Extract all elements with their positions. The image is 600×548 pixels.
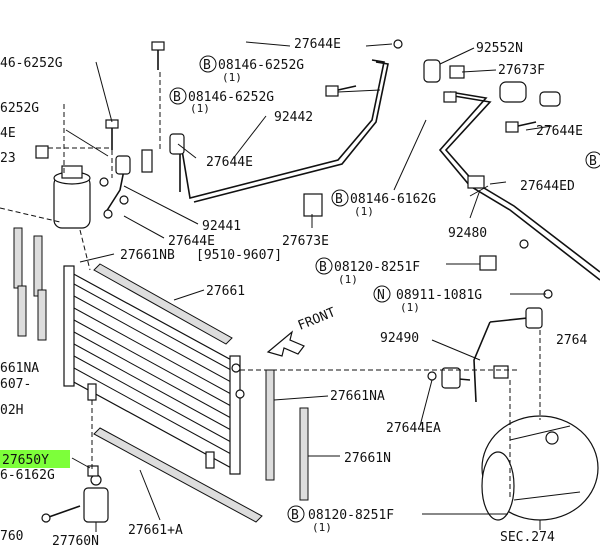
label-08120-8251F-b: 08120-8251F [308,508,394,523]
bolt-symbol-2: B [173,90,181,105]
label-08146-6162G: 08146-6162G [350,192,436,207]
seal-27661N [299,407,309,501]
label-qty-f: (1) [312,521,332,534]
bolt-symbol-6: B [589,154,597,169]
label-6252G-left: 6252G [0,101,39,116]
leader-lines [0,41,553,532]
label-date-range: [9510-9607] [196,248,282,263]
label-760-left: 760 [0,529,23,544]
label-27661NA: 27661NA [330,389,385,404]
part-labels: 46-6252G 27644E 92552N 08146-6252G (1) 2… [0,37,587,548]
label-92490: 92490 [380,331,419,346]
label-27661NB: 27661NB [120,248,175,263]
label-08146-6252G-a: 08146-6252G [218,58,304,73]
label-92442: 92442 [274,110,313,125]
circled-symbols [169,55,600,523]
label-27673E: 27673E [282,234,329,249]
label-27644E-top: 27644E [294,37,341,52]
label-92552N: 92552N [476,41,523,56]
label-4E-left: 4E [0,126,16,141]
label-qty-c: (1) [354,205,374,218]
seal-upper [93,263,233,345]
label-92441: 92441 [202,219,241,234]
label-92480: 92480 [448,226,487,241]
label-08146-6252G-b: 08146-6252G [188,90,274,105]
seal-left-d [37,289,47,341]
seal-left-b [33,235,43,297]
label-27760N: 27760N [52,534,99,548]
label-sec274: SEC.274 [500,530,555,545]
bolt-symbol-5: B [291,508,299,523]
seal-left-c [17,285,27,337]
bolt-symbol-3: B [335,192,343,207]
label-27644EA: 27644EA [386,421,441,436]
condenser-27661 [63,265,245,475]
label-front: FRONT [296,305,338,334]
label-qty-e: (1) [400,301,420,314]
label-08120-8251F-a: 08120-8251F [334,260,420,275]
label-607-left: 607- [0,377,31,392]
label-27644E-lower: 27644E [168,234,215,249]
label-qty-d: (1) [338,273,358,286]
label-27661N: 27661N [344,451,391,466]
bolt-symbol-1: B [203,58,211,73]
label-08911-1081G: 08911-1081G [396,288,482,303]
label-6-6162G-left: 6-6162G [0,468,55,483]
compressor-sec274 [481,415,599,521]
label-qty-a: (1) [222,71,242,84]
highlight-27650Y [0,450,70,468]
label-27661: 27661 [206,284,245,299]
label-27673F: 27673F [498,63,545,78]
nut-symbol: N [377,288,385,303]
seal-lower [93,427,263,523]
front-arrow [266,330,305,357]
receiver-drier [53,165,91,229]
label-661NA-left: 661NA [0,361,39,376]
pipes [105,59,600,403]
label-27644E-right: 27644E [536,124,583,139]
label-02H-left: 02H [0,403,23,418]
label-08146-6252G-left: 46-6252G [0,56,63,71]
bracket-27760N [41,465,109,523]
label-2764-right: 2764 [556,333,587,348]
seal-left-a [13,227,23,289]
bolt-symbol-4: B [319,260,327,275]
label-27650Y: 27650Y [2,453,49,468]
label-27644E-mid: 27644E [206,155,253,170]
label-27644ED: 27644ED [520,179,575,194]
pipe-fittings [115,59,561,389]
bolts [35,39,553,381]
label-23-left: 23 [0,151,16,166]
seal-27661NA [265,369,275,481]
label-27661A: 27661+A [128,523,183,538]
label-qty-b: (1) [190,102,210,115]
